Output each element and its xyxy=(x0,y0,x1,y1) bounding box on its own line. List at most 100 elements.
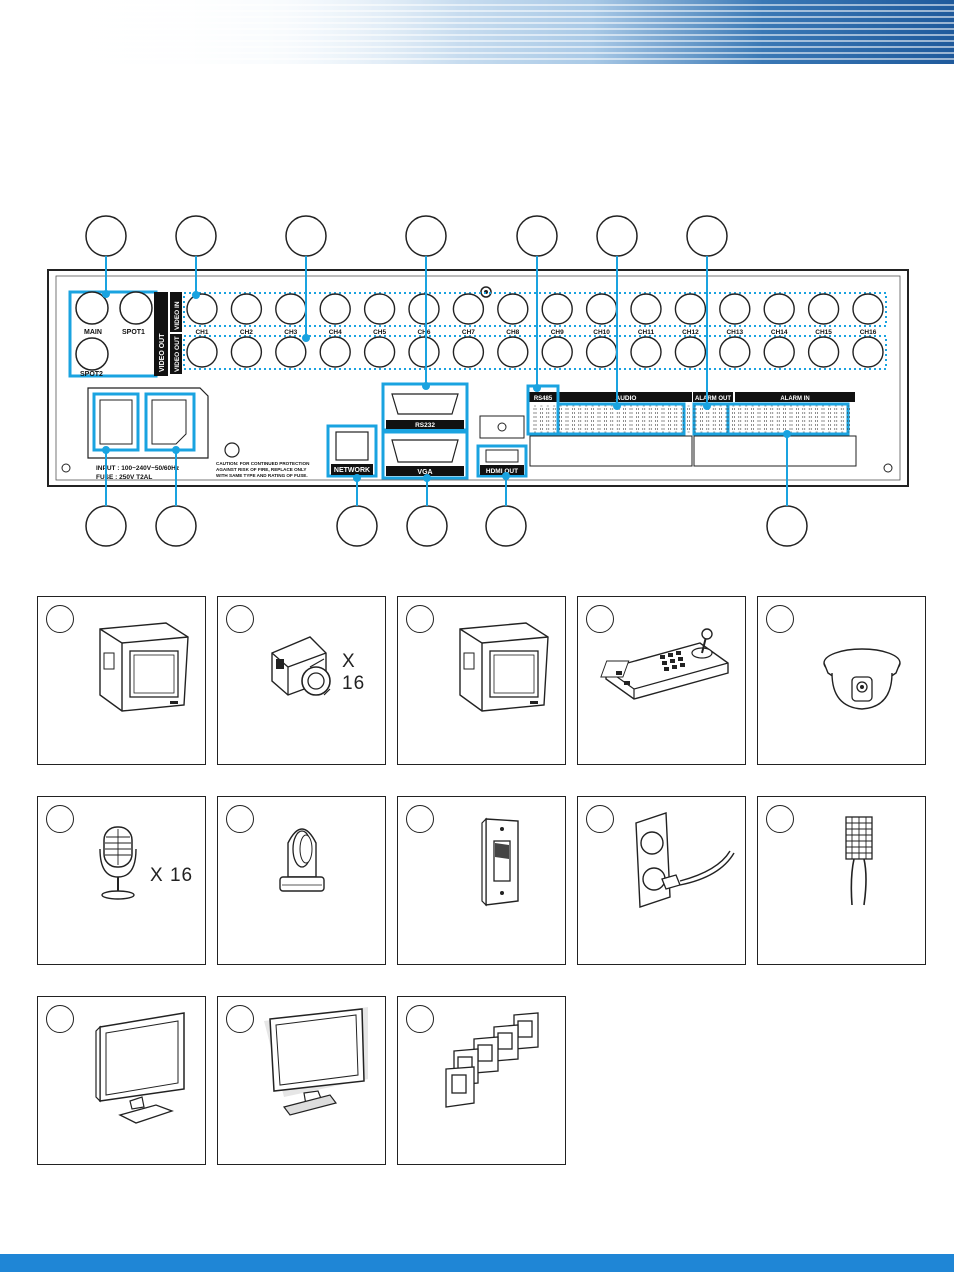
panel-screw-icon xyxy=(61,463,71,473)
video-loop-label: VIDEO OUT xyxy=(174,336,181,372)
quantity-label: X 16 xyxy=(150,865,194,886)
power-outlet-icon xyxy=(635,812,735,908)
channel-label: CH15 xyxy=(815,329,832,336)
terminal-pin xyxy=(623,405,626,433)
bnc-port xyxy=(630,293,662,325)
terminal-pin xyxy=(680,405,684,433)
header-fade xyxy=(0,0,460,64)
callout-badges-top xyxy=(85,215,728,257)
network-label: NETWORK xyxy=(334,467,370,474)
audio-highlight xyxy=(556,402,686,436)
terminal-pin xyxy=(808,405,812,433)
bnc-port xyxy=(275,293,307,325)
device-box xyxy=(757,596,926,765)
callout-badge xyxy=(516,215,558,257)
caution-line-3: WITH SAME TYPE AND RATING OF FUSE. xyxy=(216,473,308,478)
alarm-in-label: ALARM IN xyxy=(780,396,809,402)
terminal-pin xyxy=(642,405,646,433)
channel-label: CH12 xyxy=(682,329,699,336)
terminal-pin xyxy=(732,405,735,433)
terminal-pin xyxy=(840,405,844,433)
terminal-pin xyxy=(738,405,742,433)
rs232-label-bar xyxy=(386,420,464,429)
bnc-port xyxy=(763,293,795,325)
spot1-port-label: SPOT1 xyxy=(122,329,145,336)
device-box xyxy=(397,796,566,965)
device-box xyxy=(217,996,386,1165)
device-box xyxy=(37,996,206,1165)
page-footer-bar xyxy=(0,1254,954,1272)
channel-label: CH8 xyxy=(506,329,519,336)
hdmi-label-bar xyxy=(480,465,524,475)
monitor-stack-icon xyxy=(445,1012,539,1108)
channel-label: CH2 xyxy=(240,329,253,336)
bnc-port xyxy=(497,336,529,368)
callout-badge xyxy=(175,215,217,257)
item-number-badge xyxy=(766,805,794,833)
crt-monitor-icon xyxy=(459,622,549,712)
lcd-monitor-alt-icon xyxy=(264,1007,368,1116)
bnc-port xyxy=(230,336,263,368)
bnc-port xyxy=(719,293,751,325)
bnc-port xyxy=(852,336,884,368)
audio-terminal-block xyxy=(529,435,693,467)
fuse-holder-icon xyxy=(224,442,240,458)
bnc-port xyxy=(408,336,440,368)
network-label-bar xyxy=(331,464,373,475)
device-box xyxy=(577,796,746,965)
hdmi-screw-icon xyxy=(497,422,507,432)
terminal-pin xyxy=(770,405,774,433)
bnc-port xyxy=(630,336,662,368)
bnc-port xyxy=(363,293,396,325)
callout-badge xyxy=(155,505,197,547)
video-in-label: VIDEO IN xyxy=(174,301,181,330)
terminal-pin xyxy=(552,405,556,433)
callout-badge xyxy=(405,215,447,257)
bnc-port xyxy=(807,336,840,368)
alarm-in-label-bar xyxy=(735,392,855,402)
terminal-pin xyxy=(821,405,825,433)
hdmi-port xyxy=(485,449,519,463)
microphone-icon xyxy=(99,826,137,900)
device-box xyxy=(757,796,926,965)
item-number-badge xyxy=(226,805,254,833)
video-out-label: VIDEO OUT xyxy=(159,333,166,372)
alarm-out-label: ALARM OUT xyxy=(695,396,731,402)
terminal-pin xyxy=(533,405,537,433)
bnc-port xyxy=(674,336,707,368)
channel-label: CH6 xyxy=(417,329,430,336)
device-box xyxy=(397,596,566,765)
page-header-banner xyxy=(0,0,954,64)
device-box xyxy=(217,796,386,965)
channel-label: CH10 xyxy=(593,329,610,336)
terminal-pin xyxy=(597,405,601,433)
bnc-port xyxy=(585,336,618,368)
callout-badge xyxy=(766,505,808,547)
terminal-pin xyxy=(834,405,838,433)
video-in-label-bar xyxy=(170,292,182,332)
device-box: X 16 xyxy=(217,596,386,765)
terminal-pin xyxy=(802,405,806,433)
item-number-badge xyxy=(226,605,254,633)
network-port xyxy=(335,431,369,461)
channel-label: CH11 xyxy=(638,329,655,336)
terminal-pin xyxy=(815,405,818,433)
panel-screw-icon xyxy=(883,463,893,473)
bnc-port xyxy=(452,336,485,368)
item-number-badge xyxy=(226,1005,254,1033)
channel-label: CH4 xyxy=(329,329,342,336)
rs485-label: RS485 xyxy=(534,396,553,402)
fuse-text: FUSE : 250V T2AL xyxy=(96,474,152,481)
caution-line-2: AGAINST RISK OF FIRE, REPLACE ONLY xyxy=(216,467,306,472)
spot2-port-label: SPOT2 xyxy=(80,371,103,378)
device-box: X 16 xyxy=(37,796,206,965)
rs232-label: RS232 xyxy=(415,422,435,429)
terminal-pin xyxy=(687,405,690,433)
network-highlight xyxy=(326,424,378,478)
callout-badges-bottom xyxy=(85,505,808,547)
channel-label: CH13 xyxy=(726,329,743,336)
terminal-pin xyxy=(744,405,748,433)
bnc-port xyxy=(541,293,573,325)
dome-camera-icon xyxy=(823,648,901,710)
lcd-monitor-icon xyxy=(95,1012,185,1124)
